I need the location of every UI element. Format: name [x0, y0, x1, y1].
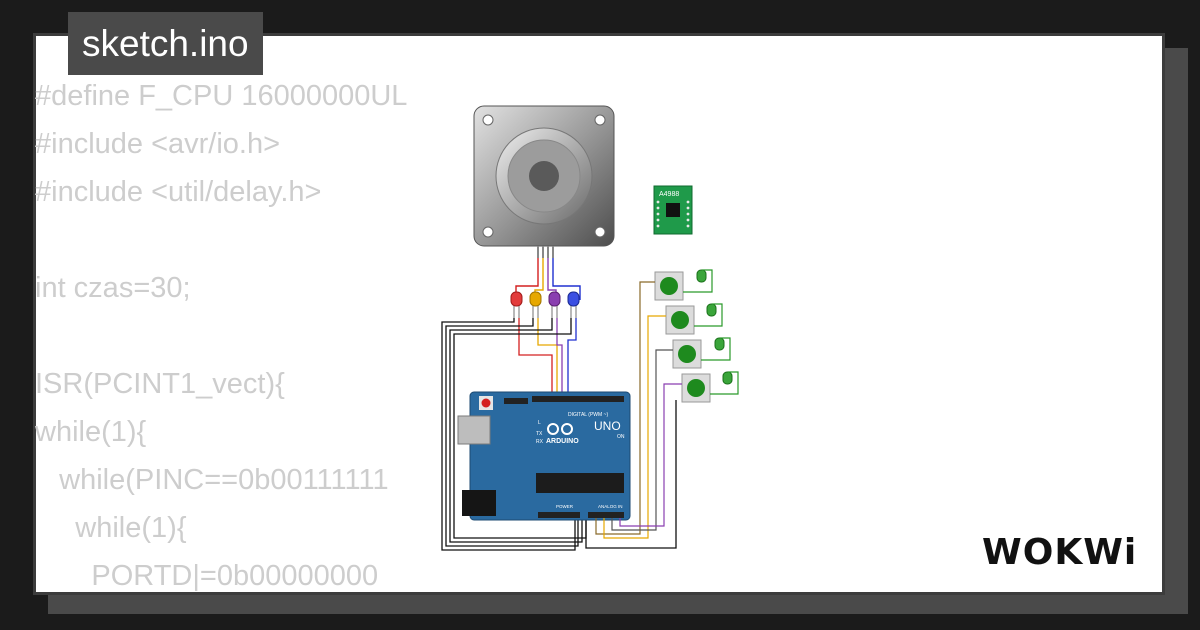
analog-header-label: ANALOG IN: [598, 504, 623, 509]
ground-wires: [441, 318, 677, 551]
code-line: PORTD|=0b00000000: [35, 560, 379, 592]
push-button-3[interactable]: [672, 339, 702, 369]
led-yellow[interactable]: [529, 291, 542, 318]
driver-label: A4988: [659, 191, 679, 198]
code-line: ISR(PCINT1_vect){: [35, 368, 285, 400]
board-brand-label: ARDUINO: [546, 438, 579, 445]
digital-header-label: DIGITAL (PWM ~): [568, 412, 608, 418]
on-led-label: ON: [617, 434, 625, 440]
code-line: #define F_CPU 16000000UL: [35, 80, 408, 112]
led-green-1[interactable]: [696, 269, 707, 283]
rx-led-label: RX: [536, 439, 544, 445]
arduino-infinity-icon: [547, 423, 573, 435]
power-header-label: POWER: [556, 504, 574, 509]
l-led-label: L: [538, 420, 541, 426]
code-line: while(1){: [35, 512, 187, 544]
led-blue[interactable]: [567, 291, 580, 318]
code-line: while(PINC==0b00111111: [35, 464, 389, 496]
push-button-2[interactable]: [665, 305, 695, 335]
wokwi-logo: WOKWi: [982, 532, 1137, 573]
led-green-3[interactable]: [714, 337, 725, 351]
led-green-4[interactable]: [722, 371, 733, 385]
wokwi-logo-text: WOKWi: [982, 532, 1137, 573]
push-button-4[interactable]: [681, 373, 711, 403]
code-line: #include <avr/io.h>: [35, 128, 281, 160]
led-red[interactable]: [510, 291, 523, 318]
code-line: #include <util/delay.h>: [35, 176, 322, 208]
push-button-1[interactable]: [654, 271, 684, 301]
led-signal-wires: [518, 318, 577, 398]
a4988-driver[interactable]: A4988: [653, 185, 693, 235]
code-line: int czas=30;: [35, 272, 191, 304]
led-purple[interactable]: [548, 291, 561, 318]
led-green-2[interactable]: [706, 303, 717, 317]
filename-tab: sketch.ino: [68, 12, 263, 75]
arduino-uno-board[interactable]: DIGITAL (PWM ~) UNO ARDUINO L TX RX ON P…: [457, 391, 631, 521]
tx-led-label: TX: [536, 431, 543, 437]
stepper-motor[interactable]: [473, 105, 615, 258]
board-model-label: UNO: [594, 419, 621, 433]
code-preview: #define F_CPU 16000000UL #include <avr/i…: [35, 72, 407, 600]
code-line: while(1){: [35, 416, 147, 448]
button-led-wires: [683, 269, 739, 395]
analog-input-wires: [595, 281, 682, 539]
